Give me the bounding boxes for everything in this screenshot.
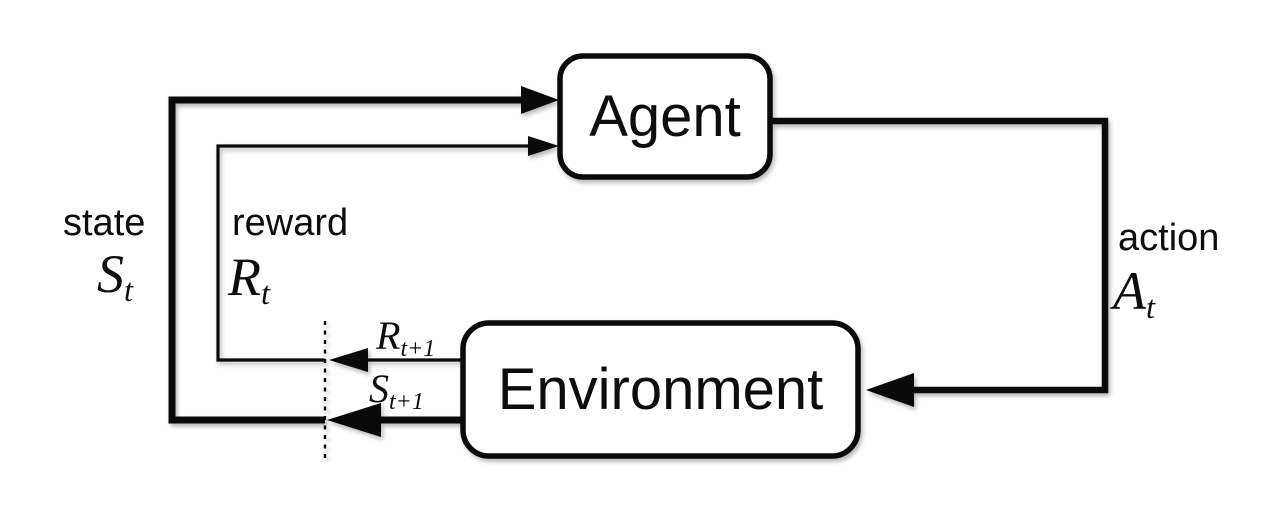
reward-feedback-line [216, 144, 536, 362]
state-feedback-line [168, 96, 540, 424]
reward-symbol: Rt [228, 247, 270, 310]
reward-arrowhead-into-agent [528, 136, 559, 156]
action-arrowhead-into-environment [866, 373, 914, 407]
reward-symbol-letter: R [228, 247, 261, 307]
next-reward-symbol-letter: R [376, 313, 401, 358]
action-symbol-letter: A [1113, 261, 1146, 321]
next-reward-arrowhead [329, 348, 368, 372]
next-state-arrowhead [327, 403, 381, 437]
next-state-symbol-letter: S [369, 366, 389, 411]
action-symbol: At [1113, 261, 1155, 324]
environment-box [460, 320, 861, 459]
state-symbol: St [97, 244, 133, 307]
next-reward-symbol-subscript: t+1 [400, 335, 436, 362]
action-edge-label: action [1118, 217, 1220, 259]
next-reward-symbol: Rt+1 [376, 313, 435, 361]
agent-box [557, 53, 773, 180]
reward-edge-label: reward [232, 202, 349, 244]
agent-node-label: Agent [589, 84, 741, 149]
next-state-symbol: St+1 [369, 366, 424, 414]
state-symbol-letter: S [97, 244, 124, 304]
action-symbol-subscript: t [1146, 290, 1155, 327]
next-state-symbol-subscript: t+1 [389, 388, 424, 415]
reward-symbol-subscript: t [261, 276, 270, 313]
environment-node-label: Environment [497, 357, 824, 422]
state-arrowhead-into-agent [521, 86, 559, 114]
state-symbol-subscript: t [124, 273, 133, 310]
action-line [770, 117, 1109, 394]
state-edge-label: state [63, 202, 146, 244]
